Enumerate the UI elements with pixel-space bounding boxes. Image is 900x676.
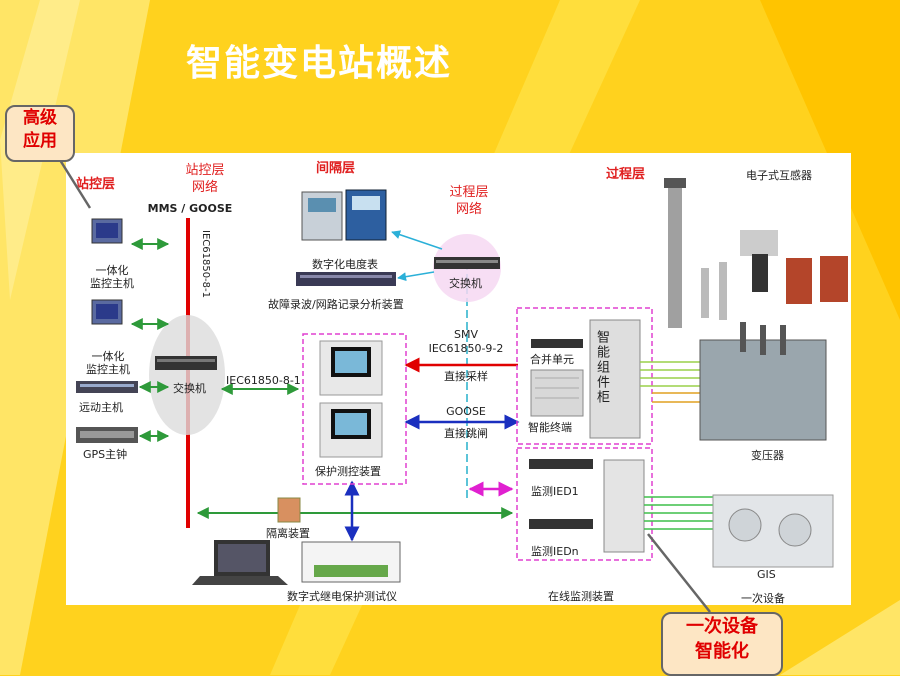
station-switch-label: 交换机: [173, 382, 206, 395]
smv-desc-label: 直接采样: [444, 370, 488, 383]
isolation-label: 隔离装置: [266, 527, 310, 540]
station-protocol-label: MMS / GOOSE: [147, 202, 233, 215]
monitor-iedn-label: 监测IEDn: [531, 545, 579, 558]
bay-std-label: IEC61850-8-1: [226, 374, 301, 387]
ect-label: 电子式互感器: [746, 169, 812, 182]
protection-box: [302, 333, 407, 485]
online-monitor-label: 在线监测装置: [548, 590, 614, 603]
monitor-host-2-label: 一体化 监控主机: [86, 350, 130, 376]
transformer-label: 变压器: [751, 449, 784, 462]
monitor-host-1-label: 一体化 监控主机: [90, 264, 134, 290]
station-switch-halo: [149, 315, 225, 435]
monitor-ied1-label: 监测IED1: [531, 485, 579, 498]
process-switch-label: 交换机: [449, 277, 482, 290]
process-net-label: 过程层 网络: [449, 185, 489, 217]
station-std-label: IEC61850-8-1: [200, 230, 211, 299]
primary-equipment-label: 一次设备: [741, 592, 785, 605]
monitor-box: [516, 447, 653, 561]
relay-tester-label: 数字式继电保护测试仪: [287, 590, 397, 603]
merging-box: [516, 307, 653, 445]
protection-label: 保护测控装置: [315, 465, 381, 478]
gis-label: GIS: [757, 568, 776, 581]
smart-cabinet-label: 智能组件柜: [594, 330, 609, 405]
fault-recorder-label: 故障录波/网路记录分析装置: [268, 298, 404, 311]
station-net-label: 站控层 网络: [185, 163, 225, 195]
smart-terminal-label: 智能终端: [528, 421, 572, 434]
gps-label: GPS主钟: [83, 448, 128, 461]
telecontrol-label: 远动主机: [79, 401, 123, 414]
smv-std-label: IEC61850-9-2: [428, 342, 504, 355]
page-title: 智能变电站概述: [186, 43, 453, 84]
layer-bay-label: 间隔层: [316, 161, 356, 176]
layer-process-label: 过程层: [606, 167, 646, 182]
merging-unit-label: 合并单元: [530, 353, 574, 366]
callout-primary-smart: 一次设备 智能化: [661, 612, 783, 676]
goose-label: GOOSE: [446, 405, 486, 418]
callout-advanced-app: 高级 应用: [5, 105, 75, 162]
goose-desc-label: 直接跳闸: [444, 427, 488, 440]
layer-station-label: 站控层: [76, 177, 116, 192]
digital-meter-label: 数字化电度表: [312, 258, 378, 271]
smv-label: SMV: [454, 328, 478, 341]
